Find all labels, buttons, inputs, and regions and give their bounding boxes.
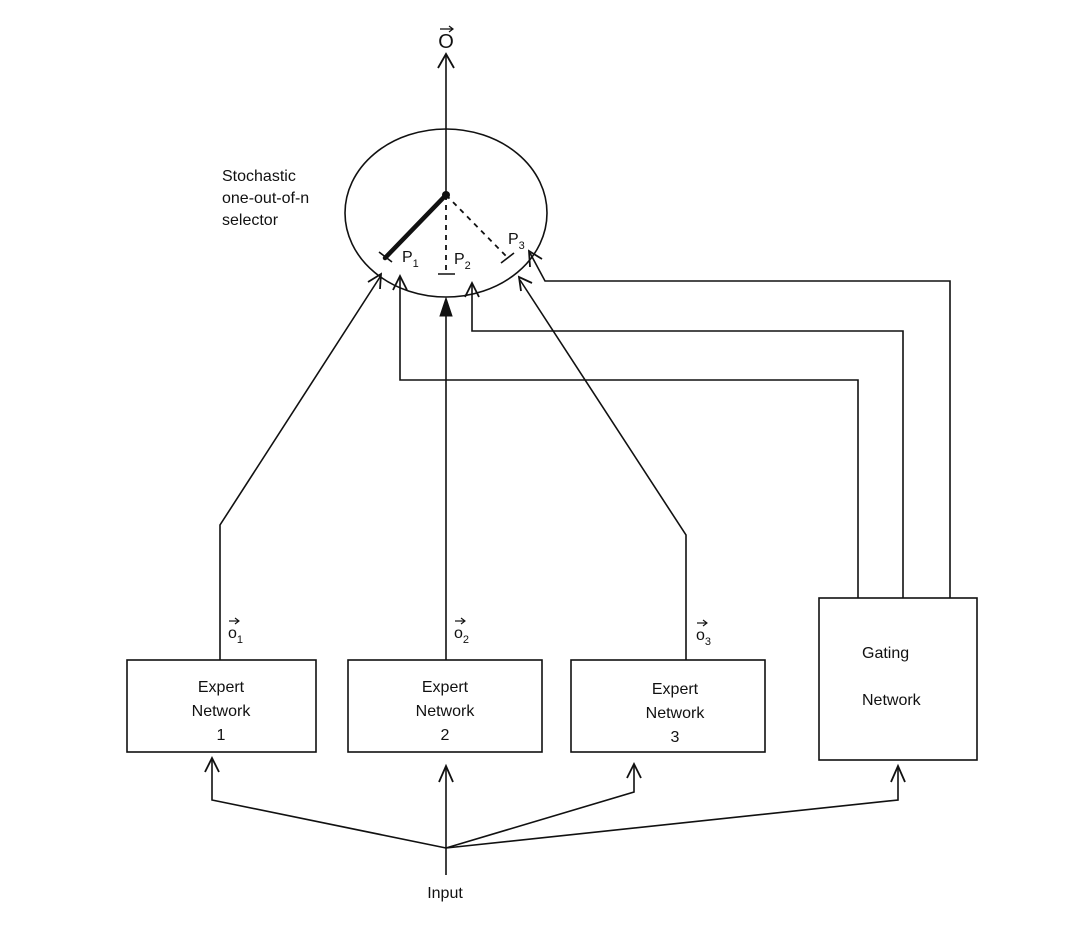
selected-arm xyxy=(382,192,449,261)
svg-text:Network: Network xyxy=(862,692,922,709)
expert1-output-wire xyxy=(219,272,383,660)
svg-text:Stochastic: Stochastic xyxy=(222,168,296,185)
output-label: O xyxy=(438,25,454,53)
svg-text:Gating: Gating xyxy=(862,645,909,662)
expert3-output-label: o3 xyxy=(696,619,711,648)
input-wires xyxy=(204,755,906,875)
gating-wire-p2 xyxy=(464,280,904,598)
expert1-output-label: o1 xyxy=(228,617,243,646)
contact-marks xyxy=(378,251,515,275)
expert-network-3-box: Expert Network 3 xyxy=(570,659,766,753)
svg-text:o1: o1 xyxy=(228,625,243,646)
expert-network-2-box: Expert Network 2 xyxy=(347,659,543,753)
svg-text:one-out-of-n: one-out-of-n xyxy=(222,190,309,207)
input-label: Input xyxy=(427,885,463,902)
svg-text:o3: o3 xyxy=(696,627,711,648)
expert-network-1-box: Expert Network 1 xyxy=(126,659,317,753)
expert2-output-wire xyxy=(439,296,453,660)
dashed-arm-3 xyxy=(445,194,509,259)
svg-text:O: O xyxy=(438,31,454,53)
svg-text:Network: Network xyxy=(646,705,706,722)
gating-wire-p3 xyxy=(527,249,951,598)
prob-label-2: P2 xyxy=(454,251,471,272)
gating-wire-p1 xyxy=(392,273,859,598)
svg-text:selector: selector xyxy=(222,212,279,229)
svg-text:o2: o2 xyxy=(454,625,469,646)
selector-label: Stochastic one-out-of-n selector xyxy=(222,168,309,229)
svg-text:2: 2 xyxy=(441,727,450,744)
svg-text:Expert: Expert xyxy=(422,679,469,696)
svg-text:Network: Network xyxy=(192,703,252,720)
svg-text:Expert: Expert xyxy=(198,679,245,696)
svg-text:1: 1 xyxy=(217,727,226,744)
expert2-output-label: o2 xyxy=(454,617,469,646)
gating-network-box: Gating Network xyxy=(818,597,978,761)
prob-label-1: P1 xyxy=(402,249,419,270)
output-arrow xyxy=(437,52,455,195)
svg-text:Expert: Expert xyxy=(652,681,699,698)
prob-label-3: P3 xyxy=(508,231,525,252)
svg-text:Network: Network xyxy=(416,703,476,720)
selector-pivot xyxy=(442,191,450,199)
svg-text:3: 3 xyxy=(671,729,680,746)
expert3-output-wire xyxy=(517,275,687,660)
